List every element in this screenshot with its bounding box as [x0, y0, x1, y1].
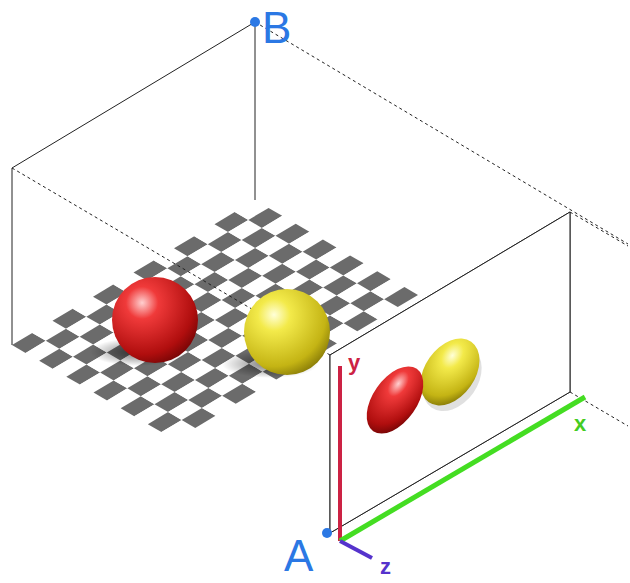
red-sphere: [112, 277, 198, 363]
projection-plane: [330, 212, 570, 533]
yellow-sphere: [244, 289, 330, 375]
point-a: [322, 528, 332, 538]
yellow-projection: [408, 327, 491, 416]
box-frame: [12, 22, 628, 533]
axis-label: x: [574, 413, 586, 435]
z-axis: [340, 541, 372, 558]
point-b: [250, 17, 260, 27]
axis-label: z: [380, 556, 391, 578]
axis-label: y: [348, 352, 360, 374]
y-axis: [338, 366, 342, 541]
point-label: B: [262, 6, 291, 50]
red-projection: [355, 356, 435, 443]
x-axis: [340, 397, 585, 541]
floor-tile: [384, 287, 418, 307]
point-label: A: [284, 534, 313, 578]
